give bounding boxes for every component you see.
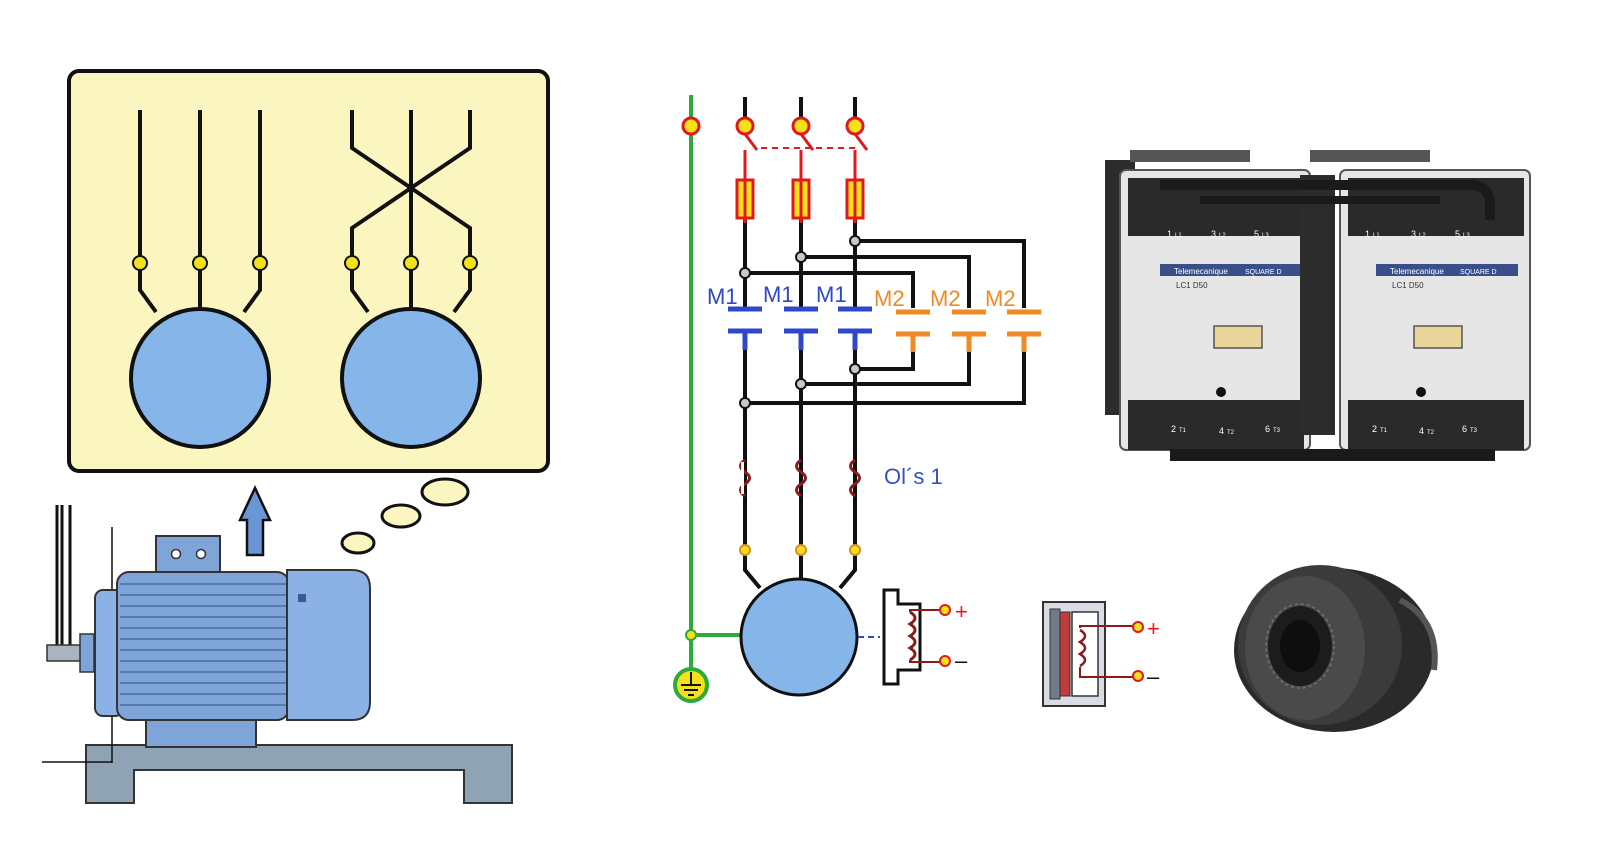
term-top-l3-left: L3 (1262, 233, 1269, 239)
thought-dots (340, 477, 470, 555)
m1-label-1: M1 (707, 284, 738, 309)
m1-contacts (728, 306, 872, 350)
term-bot-6-left: 6 (1265, 424, 1270, 434)
fuse-links (743, 175, 857, 223)
term-bot-t3-left: T3 (1273, 428, 1281, 434)
earth-terminal (681, 116, 701, 136)
brake-section (1042, 601, 1144, 707)
terminals-reversed (344, 255, 478, 271)
motor-terminals (739, 544, 861, 556)
m2-label-2: M2 (930, 286, 961, 311)
phase-wires (743, 97, 1026, 590)
motor-circuit (739, 577, 859, 697)
contactor-terminal-labels: 1 L1 3 L2 5 L3 2 T1 4 T2 6 T3 1 L1 3 L2 … (1167, 229, 1478, 436)
term-bot-6-right: 6 (1462, 424, 1467, 434)
brake-section-plus: + (1147, 616, 1160, 641)
terminals-normal (132, 255, 268, 271)
contactor-brand2-right: SQUARE D (1460, 269, 1497, 276)
wiring-reversed (350, 110, 472, 314)
arrow-up-icon (238, 485, 272, 557)
overload-label: Ol´s 1 (884, 464, 943, 489)
motor-normal (129, 307, 271, 449)
term-top-l2-left: L2 (1219, 233, 1226, 239)
contactor-model-right: LC1 D50 (1392, 281, 1424, 290)
earth-junction (685, 629, 697, 641)
term-top-l3-right: L3 (1463, 233, 1470, 239)
term-bot-t2-left: T2 (1227, 430, 1235, 436)
term-bot-2-right: 2 (1372, 424, 1377, 434)
overload-gaps (741, 462, 744, 494)
m2-contacts (896, 309, 1041, 352)
disconnect-switch (743, 133, 869, 175)
m2-label-1: M2 (874, 286, 905, 311)
term-top-1-left: 1 (1167, 229, 1172, 239)
term-top-5-left: 5 (1254, 229, 1259, 239)
wiring-normal (138, 110, 262, 314)
contactor-brand-right: Telemecanique (1390, 267, 1444, 276)
term-bot-t1-left: T1 (1179, 428, 1187, 434)
motor-reversed (340, 307, 482, 449)
term-top-5-right: 5 (1455, 229, 1460, 239)
term-top-3-left: 3 (1211, 229, 1216, 239)
term-bot-t3-right: T3 (1470, 428, 1478, 434)
brake-plus: + (955, 599, 968, 624)
ground-icon (673, 667, 709, 703)
earth-line (689, 95, 742, 672)
term-bot-t2-right: T2 (1427, 430, 1435, 436)
m1-label-2: M1 (763, 282, 794, 307)
term-bot-4-right: 4 (1419, 426, 1424, 436)
brake-minus: – (955, 648, 968, 673)
brake-coil (882, 588, 951, 686)
term-bot-t1-right: T1 (1380, 428, 1388, 434)
term-top-1-right: 1 (1365, 229, 1370, 239)
term-top-3-right: 3 (1411, 229, 1416, 239)
m2-label-3: M2 (985, 286, 1016, 311)
overload-relays (739, 458, 861, 498)
term-top-l1-right: L1 (1373, 233, 1380, 239)
contactor-brand2-left: SQUARE D (1245, 269, 1282, 276)
m1-label-3: M1 (816, 282, 847, 307)
contactor-model-left: LC1 D50 (1176, 281, 1208, 290)
junction-dots (739, 235, 861, 409)
contactor-photo (1105, 150, 1531, 461)
term-top-l2-right: L2 (1419, 233, 1426, 239)
term-bot-4-left: 4 (1219, 426, 1224, 436)
term-top-l1-left: L1 (1175, 233, 1182, 239)
motor-illustration (42, 505, 513, 804)
brake-photo (1234, 565, 1438, 732)
contactor-brand-left: Telemecanique (1174, 267, 1228, 276)
term-bot-2-left: 2 (1171, 424, 1176, 434)
brake-section-minus: – (1147, 664, 1160, 689)
supply-terminals (735, 116, 865, 136)
